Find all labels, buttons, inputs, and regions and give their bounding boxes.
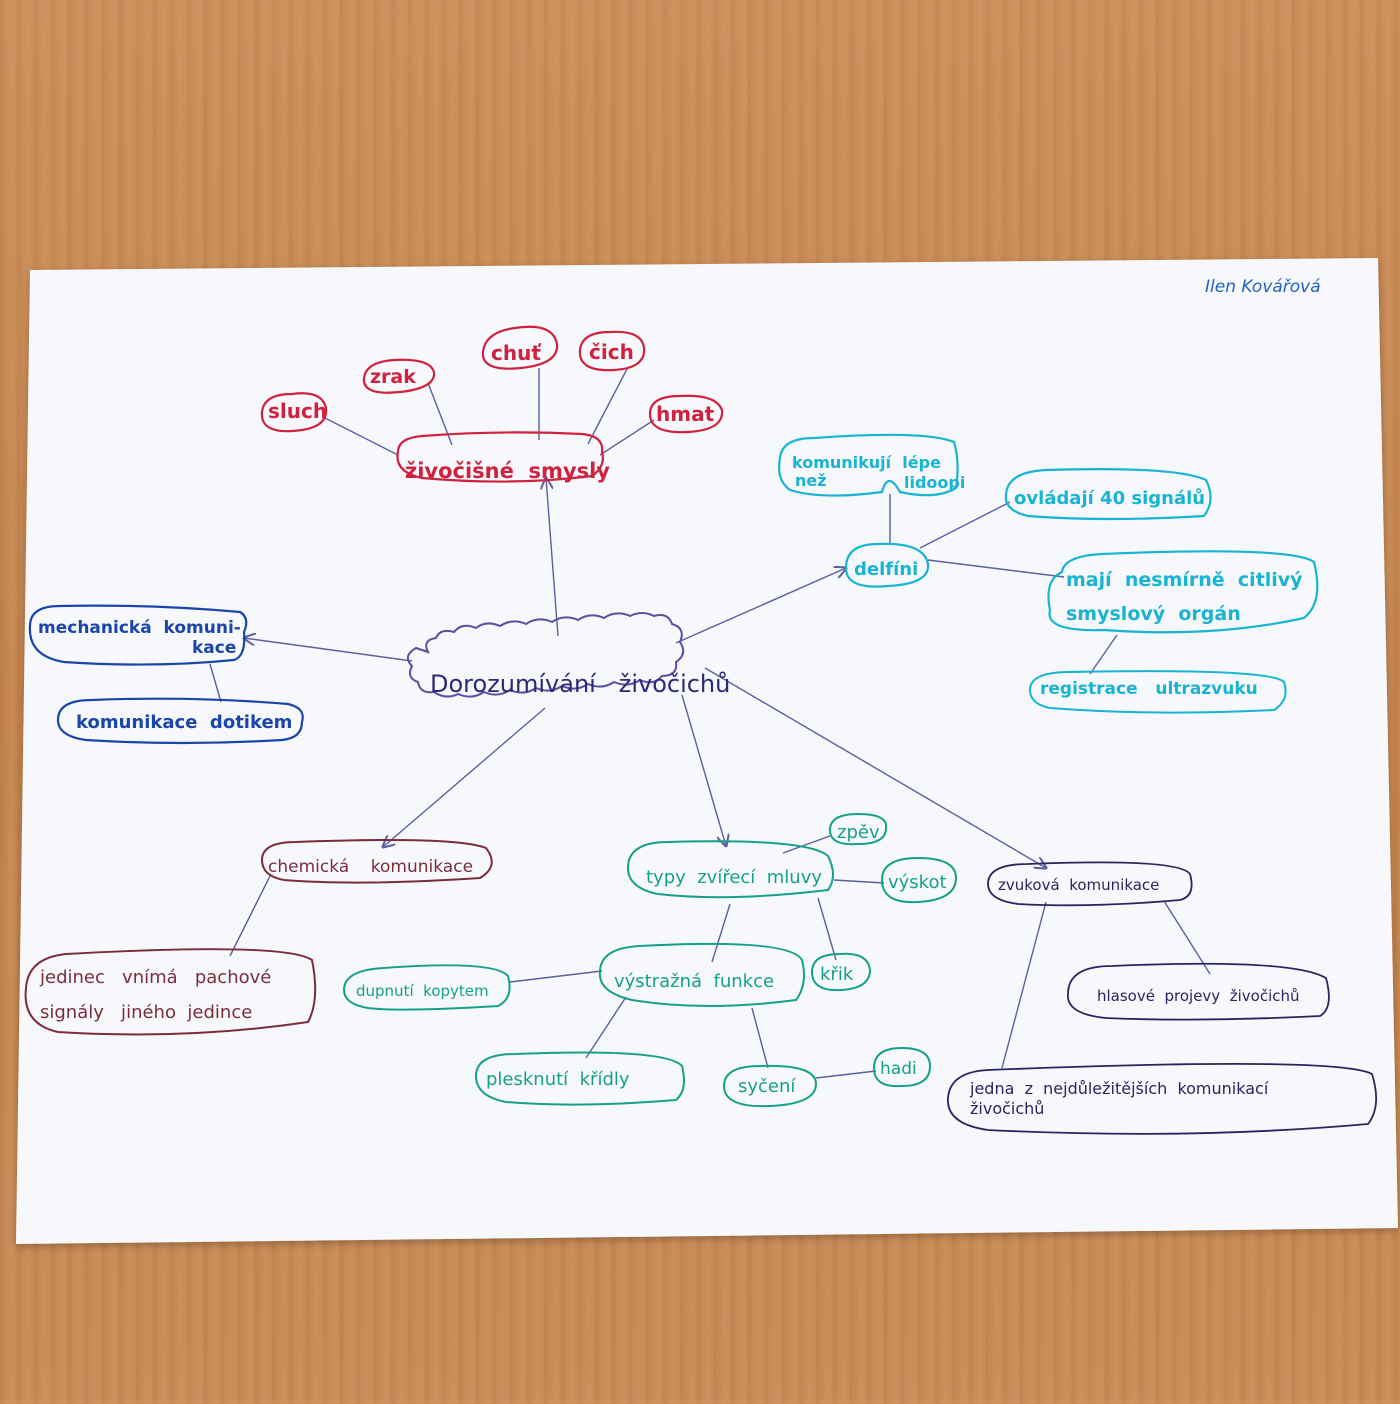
paper-sheet — [16, 258, 1398, 1244]
signals-label: ovládají 40 signálů — [1014, 487, 1205, 509]
better-than-apes-line2b: lidoopi — [904, 473, 965, 492]
important-line1: jedna z nejdůležitějších komunikací — [969, 1079, 1269, 1098]
touch-communication-node[interactable]: komunikace dotikem — [56, 697, 304, 745]
ultrasound-label: registrace ultrazvuku — [1040, 679, 1258, 699]
wings-label: plesknutí křídly — [486, 1069, 630, 1090]
warning-node[interactable]: výstražná funkce — [598, 942, 805, 1007]
arrow-to-mechanical — [244, 638, 413, 662]
sense-smell-label: čich — [589, 340, 634, 364]
center-node[interactable]: Dorozumívání živočichů — [406, 612, 731, 698]
snakes-node[interactable]: hadi — [872, 1046, 932, 1088]
sensitive-organ-node[interactable]: mají nesmírně citlivý smyslový orgán — [1047, 550, 1319, 634]
warning-label: výstražná funkce — [614, 971, 774, 992]
mechanical-label-line1: mechanická komuni- — [38, 618, 241, 638]
arrow-to-chemical — [383, 707, 546, 847]
voice-node[interactable]: hlasové projevy živočichů — [1067, 962, 1330, 1021]
senses-hub[interactable]: živočišné smysly — [396, 431, 611, 483]
sense-hearing-node[interactable]: sluch — [260, 392, 328, 433]
signature: Ilen Kovářová — [1205, 277, 1321, 297]
sensitive-organ-line2: smyslový orgán — [1066, 603, 1241, 625]
yelp-label: výskot — [888, 872, 947, 893]
scream-label: křik — [820, 964, 854, 985]
sound-node[interactable]: zvuková komunikace — [987, 861, 1193, 907]
sense-smell-node[interactable]: čich — [578, 330, 646, 372]
stomp-node[interactable]: dupnutí kopytem — [342, 964, 511, 1011]
song-node[interactable]: zpěv — [828, 812, 888, 846]
sensitive-organ-line1: mají nesmírně citlivý — [1066, 569, 1303, 591]
calls-label: typy zvířecí mluvy — [646, 867, 822, 888]
wings-node[interactable]: plesknutí křídly — [474, 1051, 685, 1106]
mechanical-label-line2: kace — [192, 638, 236, 658]
important-node[interactable]: jedna z nejdůležitějších komunikací živo… — [947, 1062, 1378, 1135]
ultrasound-node[interactable]: registrace ultrazvuku — [1028, 670, 1287, 714]
sense-hearing-label: sluch — [268, 399, 327, 423]
arrow-to-sound — [704, 667, 1046, 868]
dolphins-label: delfíni — [854, 559, 918, 580]
arrow-to-dolphins — [675, 568, 846, 644]
important-line2: živočichů — [970, 1099, 1044, 1118]
arrow-to-senses — [546, 478, 559, 637]
touch-communication-label: komunikace dotikem — [76, 712, 292, 733]
sound-label: zvuková komunikace — [998, 876, 1159, 894]
voice-label: hlasové projevy živočichů — [1097, 987, 1300, 1005]
smell-signals-line2: signály jiného jedince — [40, 1002, 252, 1023]
smell-signals-node[interactable]: jedinec vnímá pachové signály jiného jed… — [24, 948, 317, 1036]
scream-node[interactable]: křik — [810, 952, 872, 992]
hiss-label: syčení — [738, 1076, 796, 1097]
sense-touch-label: hmat — [656, 402, 715, 426]
yelp-node[interactable]: výskot — [880, 856, 958, 904]
signals-node[interactable]: ovládají 40 signálů — [1004, 468, 1212, 521]
sense-taste-node[interactable]: chuť — [481, 325, 559, 370]
dolphins-node[interactable]: delfíni — [844, 542, 930, 588]
stomp-label: dupnutí kopytem — [356, 982, 489, 1000]
senses-hub-label: živočišné smysly — [405, 459, 610, 483]
center-label: Dorozumívání živočichů — [430, 670, 730, 698]
sense-sight-label: zrak — [370, 366, 416, 388]
sense-sight-node[interactable]: zrak — [362, 358, 436, 394]
sense-taste-label: chuť — [491, 341, 542, 365]
snakes-label: hadi — [880, 1059, 917, 1079]
smell-signals-line1: jedinec vnímá pachové — [39, 967, 271, 988]
better-than-apes-line1: komunikují lépe — [792, 453, 941, 472]
connectors — [209, 366, 1211, 1079]
center-cloud — [406, 612, 685, 698]
better-than-apes-line2a: než — [795, 471, 827, 490]
hiss-node[interactable]: syčení — [722, 1064, 818, 1108]
chemical-node[interactable]: chemická komunikace — [260, 839, 493, 884]
arrow-to-calls — [681, 694, 726, 846]
better-than-apes-node[interactable]: komunikují lépe než lidoopi — [778, 433, 965, 497]
chemical-label: chemická komunikace — [268, 857, 473, 877]
song-label: zpěv — [837, 822, 880, 843]
mechanical-node[interactable]: mechanická komuni- kace — [28, 604, 248, 666]
calls-node[interactable]: typy zvířecí mluvy — [626, 840, 834, 899]
sense-touch-node[interactable]: hmat — [648, 394, 724, 434]
